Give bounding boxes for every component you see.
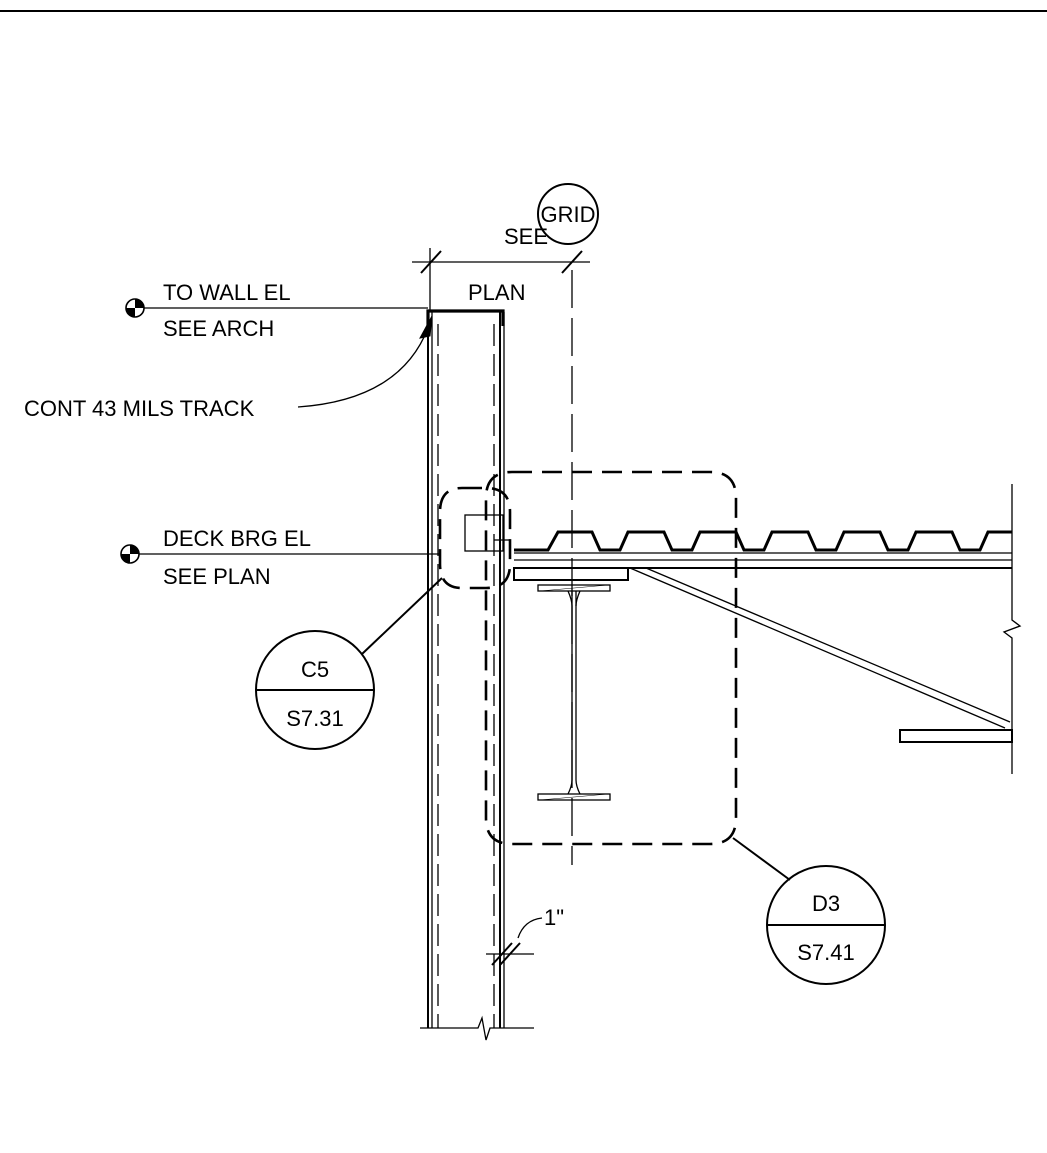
right-break-line xyxy=(1002,484,1022,774)
one-inch-dimension: 1" xyxy=(486,905,564,966)
dimension-label: 1" xyxy=(544,905,564,930)
track-leader-arrow xyxy=(419,315,433,339)
deck-elevation-label-1: DECK BRG EL xyxy=(163,526,311,551)
plan-label: PLAN xyxy=(468,280,525,305)
track-label: CONT 43 MILS TRACK xyxy=(24,396,255,421)
wall-break-line xyxy=(420,1015,534,1041)
see-label: SEE xyxy=(504,224,548,249)
callout-c5-leader xyxy=(361,577,443,655)
dimension-tick-left xyxy=(420,250,442,274)
callout-d3-detail: D3 xyxy=(812,891,840,916)
wall-elevation-symbol xyxy=(125,298,145,318)
track-leader xyxy=(297,327,429,408)
grid-bubble xyxy=(537,183,599,245)
wall-section xyxy=(420,309,534,1041)
top-track xyxy=(426,309,505,326)
detail-boundary-c5 xyxy=(438,486,512,590)
diagonal-brace xyxy=(629,567,1013,743)
callout-c5-sheet: S7.31 xyxy=(286,706,344,731)
dimension-tick-right xyxy=(561,250,583,274)
detail-boundary-d3 xyxy=(484,470,738,846)
callout-d3: D3 S7.41 xyxy=(732,837,886,985)
callout-c5: C5 S7.31 xyxy=(255,577,443,750)
elevation-marks: TO WALL EL SEE ARCH DECK BRG EL SEE PLAN xyxy=(120,280,440,589)
wall-elevation-label-2: SEE ARCH xyxy=(163,316,274,341)
callout-d3-leader xyxy=(732,837,791,881)
metal-deck xyxy=(514,530,1012,569)
wall-elevation-label-1: TO WALL EL xyxy=(163,280,291,305)
grid-reference: GRID SEE PLAN xyxy=(412,183,599,865)
callout-c5-detail: C5 xyxy=(301,657,329,682)
deck-elevation-symbol xyxy=(120,544,140,564)
bearing-clip xyxy=(464,514,504,552)
steel-beam xyxy=(513,567,629,801)
grid-bubble-label: GRID xyxy=(541,202,596,227)
deck-elevation-label-2: SEE PLAN xyxy=(163,564,271,589)
callout-d3-sheet: S7.41 xyxy=(797,940,855,965)
